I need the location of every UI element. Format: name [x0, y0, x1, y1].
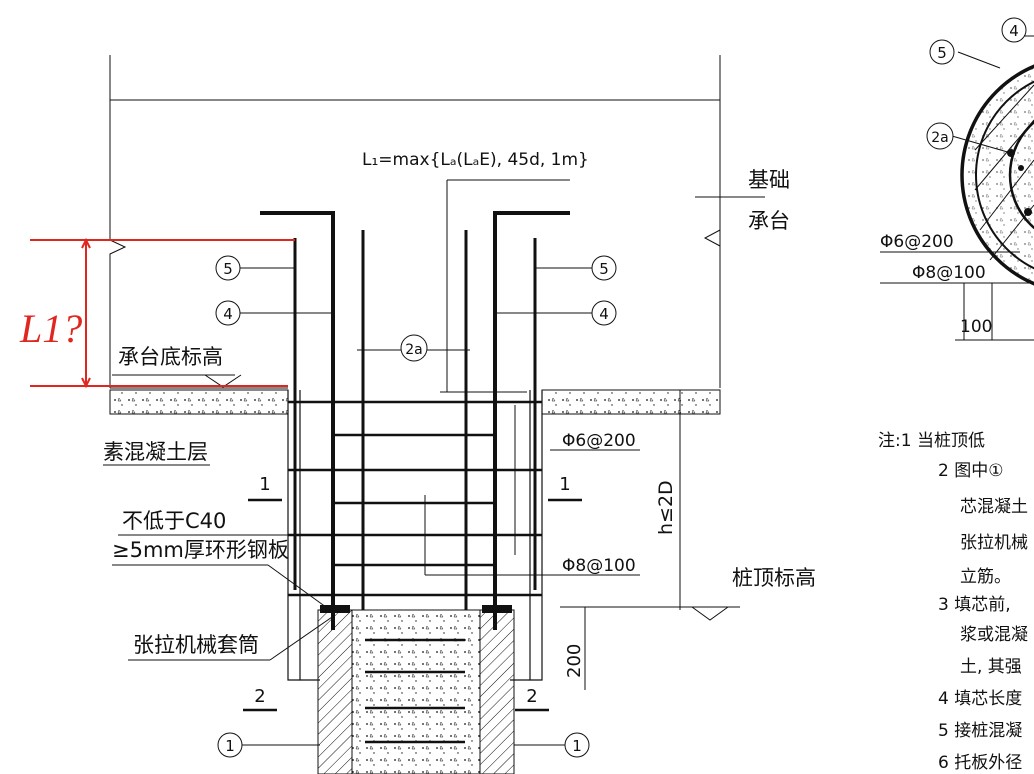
callout-1-left: 1: [217, 732, 243, 758]
callout-4-right: 4: [591, 300, 617, 326]
note-1: 注:1 当桩顶低: [878, 431, 985, 451]
svg-text:5: 5: [937, 44, 947, 62]
callout-5-section: 5: [929, 39, 955, 65]
svg-text:1: 1: [225, 737, 235, 755]
concrete-grade-label: 不低于C40: [122, 509, 226, 533]
anchorage-formula: L₁=max{Lₐ(LₐE), 45d, 1m}: [362, 150, 589, 170]
foundation-label: 基础: [748, 168, 790, 192]
coupler-label: 张拉机械套筒: [133, 633, 259, 657]
svg-text:5: 5: [223, 260, 233, 278]
svg-text:2a: 2a: [405, 342, 423, 358]
callout-5-right: 5: [591, 255, 617, 281]
dimension-200: 200: [564, 644, 585, 678]
section-stirrup-a: Φ6@200: [880, 232, 954, 252]
section-label-1-left: 1: [259, 474, 270, 495]
pile-top-elevation: 桩顶标高: [732, 566, 816, 590]
note-2-line4: 立筋。: [960, 567, 1011, 587]
note-3-line1: 3 填芯前,: [938, 595, 1011, 615]
stirrup-spec-a: Φ6@200: [562, 431, 636, 451]
plain-concrete-layer: [109, 387, 721, 415]
ring-plate: [320, 605, 512, 613]
red-markup: [30, 237, 295, 389]
vertical-rebars: [260, 211, 570, 630]
callout-4-section: 4: [1001, 17, 1027, 43]
callout-2a: 2a: [400, 334, 428, 362]
callout-1-right: 1: [564, 732, 590, 758]
leader-lines: [103, 179, 740, 746]
plain-concrete-label: 素混凝土层: [103, 440, 208, 464]
section-mark-1: [243, 498, 582, 712]
cap-bottom-elevation: 承台底标高: [118, 345, 223, 369]
section-label-2-left: 2: [254, 686, 265, 707]
svg-text:4: 4: [223, 305, 233, 323]
pile-body: [317, 609, 515, 774]
note-5: 5 接桩混凝: [938, 721, 1022, 741]
callout-5-left: 5: [215, 255, 241, 281]
stirrup-spec-b: Φ8@100: [562, 556, 636, 576]
svg-text:1: 1: [572, 737, 582, 755]
note-2-line3: 张拉机械: [960, 533, 1028, 553]
callout-2a-section: 2a: [926, 122, 954, 150]
cap-outline: [109, 55, 765, 388]
note-4: 4 填芯长度: [938, 689, 1022, 709]
section-leaders: [880, 35, 1034, 341]
note-2-line2: 芯混凝土: [960, 497, 1028, 517]
section-label-1-right: 1: [559, 474, 570, 495]
height-limit-label: h≤2D: [655, 480, 677, 535]
note-2-line1: 2 图中①: [938, 461, 1003, 481]
section-stirrup-b: Φ8@100: [912, 263, 986, 283]
section-label-2-right: 2: [526, 686, 537, 707]
svg-text:5: 5: [599, 260, 609, 278]
svg-text:4: 4: [1009, 22, 1019, 40]
callout-4-left: 4: [215, 300, 241, 326]
cap-label: 承台: [748, 209, 790, 233]
section-dimension-100: 100: [960, 317, 992, 337]
svg-text:2a: 2a: [931, 130, 949, 146]
steel-plate-label: ≥5mm厚环形钢板: [112, 538, 289, 562]
section-circle: [960, 64, 1034, 286]
note-6: 6 托板外径: [938, 753, 1022, 773]
svg-text:4: 4: [599, 305, 609, 323]
note-3-line3: 土, 其强: [960, 657, 1022, 677]
stirrups: [288, 400, 542, 744]
note-3-line2: 浆或混凝: [960, 625, 1028, 645]
red-note: L1?: [19, 306, 82, 351]
